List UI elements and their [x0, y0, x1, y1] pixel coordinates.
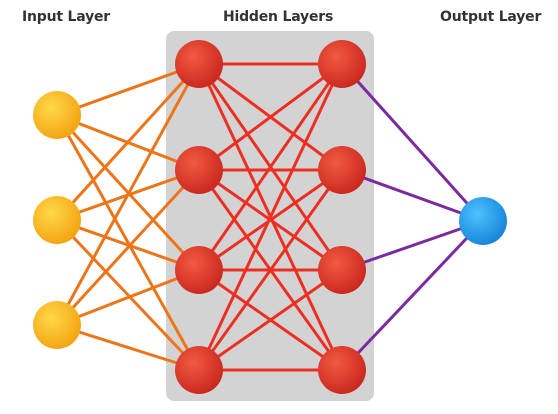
- edge-input-3-to-hidden1-2: [55, 168, 201, 327]
- edge-input-3-to-hidden1-1: [55, 62, 201, 327]
- edge-input-3-to-hidden1-4: [55, 323, 201, 372]
- edge-hidden1-2-to-hidden2-1: [197, 62, 344, 172]
- input-layer-title: Input Layer: [22, 9, 110, 25]
- edge-input-3-to-hidden1-3: [55, 268, 201, 327]
- hidden1-node-1: [175, 40, 223, 88]
- hidden1-node-2: [175, 146, 223, 194]
- hidden2-node-4: [318, 346, 366, 394]
- edge-hidden2-3-to-output-1: [340, 219, 485, 272]
- edge-hidden1-4-to-hidden2-2: [197, 168, 344, 372]
- input-node-2: [33, 196, 81, 244]
- edge-input-2-to-hidden1-4: [55, 218, 201, 372]
- hidden2-node-1: [318, 40, 366, 88]
- hidden1-node-4: [175, 346, 223, 394]
- edge-input-1-to-hidden1-1: [55, 62, 201, 117]
- edge-hidden2-2-to-output-1: [340, 168, 485, 223]
- output-layer-title: Output Layer: [440, 9, 542, 25]
- hidden2-node-3: [318, 246, 366, 294]
- edge-hidden1-4-to-hidden2-3: [197, 268, 344, 372]
- hidden2-node-2: [318, 146, 366, 194]
- hidden-layers-title: Hidden Layers: [223, 9, 334, 25]
- edge-hidden2-4-to-output-1: [340, 219, 485, 372]
- edge-hidden2-1-to-output-1: [340, 62, 485, 223]
- input-node-1: [33, 91, 81, 139]
- input-node-3: [33, 301, 81, 349]
- output-node-1: [459, 197, 507, 245]
- edge-input-2-to-hidden1-3: [55, 218, 201, 272]
- edge-hidden1-3-to-hidden2-1: [197, 62, 344, 272]
- edge-hidden1-4-to-hidden2-1: [197, 62, 344, 372]
- nodes: [33, 40, 507, 394]
- edge-input-2-to-hidden1-1: [55, 62, 201, 222]
- hidden1-node-3: [175, 246, 223, 294]
- edge-input-1-to-hidden1-4: [55, 113, 201, 372]
